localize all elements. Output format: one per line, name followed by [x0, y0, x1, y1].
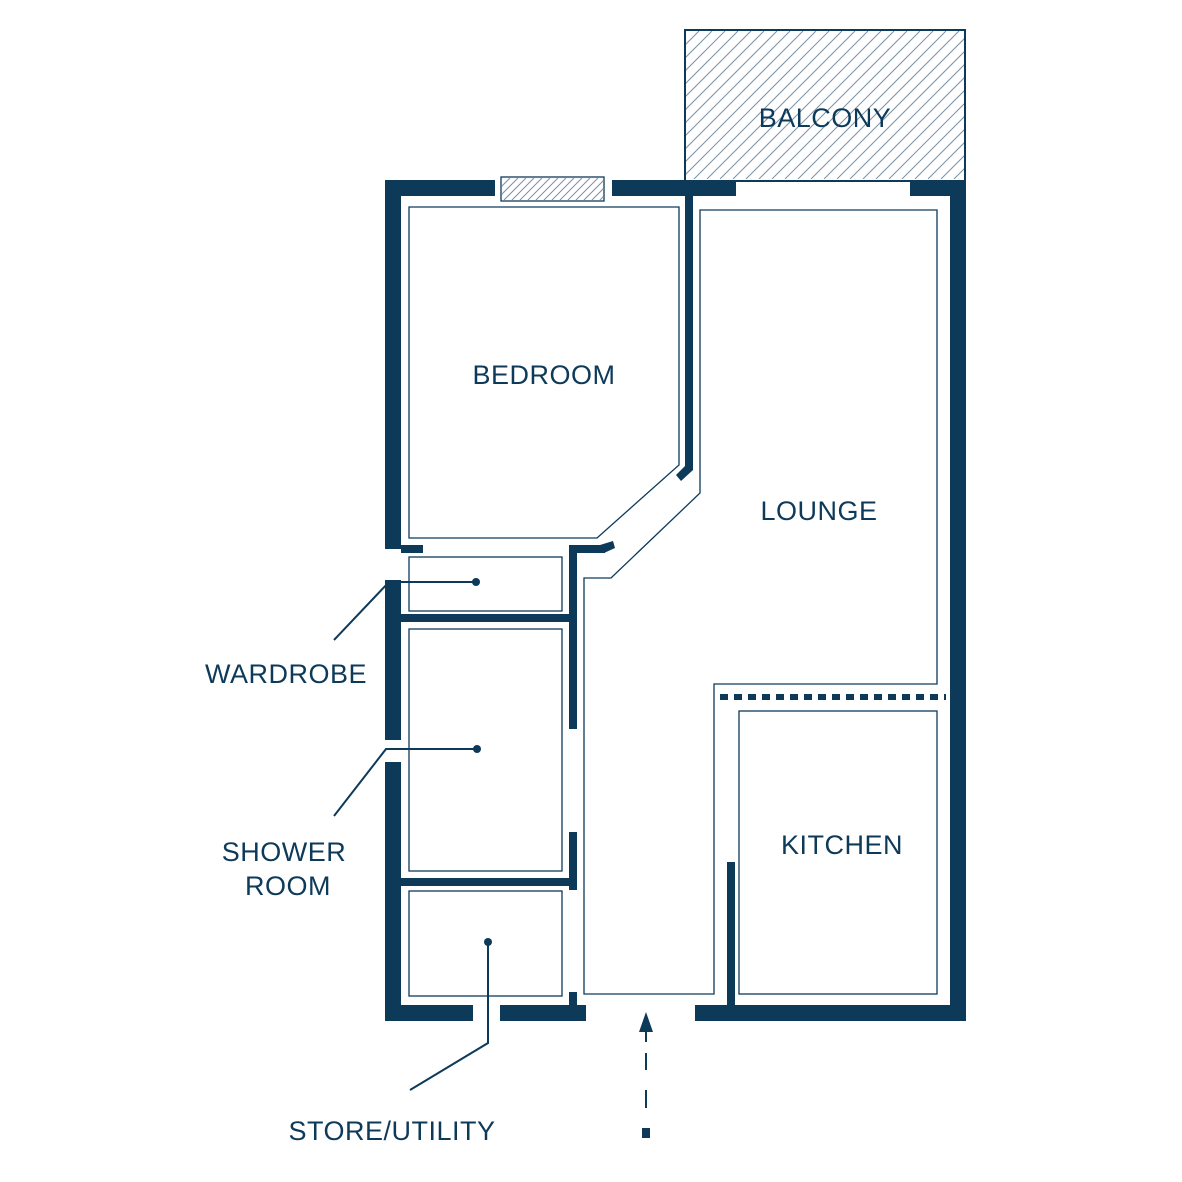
bedroom-label: BEDROOM [472, 360, 615, 390]
lounge-label: LOUNGE [760, 496, 877, 526]
bedroom-window [500, 176, 605, 202]
store-utility-callout: STORE/UTILITY [288, 938, 495, 1146]
lounge-outline [583, 209, 938, 995]
window-hatching [502, 178, 603, 200]
store-utility-label: STORE/UTILITY [288, 1116, 495, 1146]
wardrobe-callout: WARDROBE [205, 578, 480, 689]
shower-room-label-line1: SHOWER [222, 837, 347, 867]
room-outlines [408, 206, 938, 997]
entrance-arrow-icon [639, 1012, 653, 1138]
exterior-walls [385, 180, 966, 1021]
shower-room-callout: SHOWER ROOM [222, 745, 481, 901]
bedroom-outline [408, 206, 680, 539]
kitchen-label: KITCHEN [781, 830, 903, 860]
balcony-area [684, 29, 966, 182]
store-utility-outline [408, 890, 563, 997]
wardrobe-outline [408, 556, 563, 612]
interior-walls [401, 196, 735, 1005]
kitchen-outline [738, 710, 938, 995]
shower-room-label-line2: ROOM [245, 871, 331, 901]
balcony-hatching [686, 31, 964, 179]
wardrobe-label: WARDROBE [205, 659, 367, 689]
balcony-label: BALCONY [759, 103, 892, 133]
